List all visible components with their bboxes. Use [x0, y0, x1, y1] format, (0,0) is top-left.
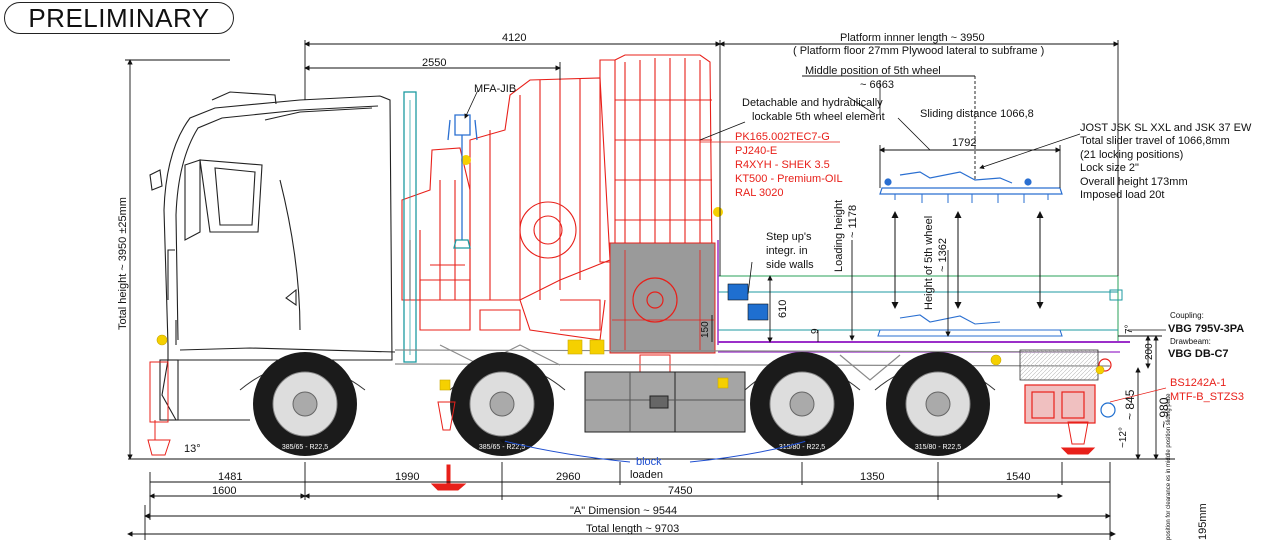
mfa-jib [447, 114, 478, 249]
tanks [584, 371, 746, 433]
jost-spec-5: Imposed load 20t [1080, 189, 1164, 201]
bs-spec-0: BS1242A-1 [1170, 377, 1226, 389]
outriggers [430, 401, 1096, 491]
loaden-label: loaden [630, 469, 663, 481]
dim-2960: 2960 [556, 471, 580, 483]
crane-housing [461, 155, 723, 378]
bs-spec-1: MTF-B_STZS3 [1170, 391, 1244, 403]
yellow-markers [156, 334, 1105, 391]
leader-lines [464, 80, 1167, 403]
side-note-label: position for clearance es in middle posi… [1166, 393, 1172, 540]
tyre-label-front: 385/65 - R22,5 [282, 444, 328, 451]
dim-1350: 1350 [860, 471, 884, 483]
coupling-spec: Coupling: VBG 795V-3PA Drawbeam: VBG DB-… [1168, 311, 1244, 360]
middle-5th-label: Middle position of 5th wheel [805, 65, 941, 77]
dim-4120: 4120 [502, 32, 526, 44]
preliminary-badge: PRELIMINARY [4, 2, 234, 34]
wheel-third [750, 352, 854, 456]
dim-200: 200 [1144, 343, 1155, 360]
dim-610: 610 [777, 300, 789, 318]
dim-13: 13° [184, 443, 201, 455]
dim-7: 7° [1124, 324, 1135, 334]
wheel-fourth [886, 352, 990, 456]
dim-1362: ~ 1362 [937, 238, 949, 272]
dim-2550: 2550 [422, 57, 446, 69]
dimension-lines [125, 40, 1162, 540]
drawbeam-title: Drawbeam: [1170, 337, 1211, 346]
dim-6663: ~ 6663 [860, 79, 894, 91]
platform-inner-label: Platform innner length ~ 3950 [840, 32, 985, 44]
mfa-jib-label: MFA-JIB [474, 83, 516, 95]
crane-spec-1: PJ240-E [735, 145, 777, 157]
dim-1990: 1990 [395, 471, 419, 483]
step-boxes [727, 283, 769, 321]
crane-spec-2: R4XYH - SHEK 3.5 [735, 159, 830, 171]
tyre-label-third: 315/80 - R22,5 [779, 444, 825, 451]
dim-150: 150 [700, 321, 711, 338]
rear-hitch [1024, 358, 1116, 424]
dim-12: ~12° [1118, 427, 1129, 448]
detachable-line1: Detachable and hydraulically [742, 97, 883, 109]
jost-spec-4: Overall height 173mm [1080, 176, 1188, 188]
dim-1540: 1540 [1006, 471, 1030, 483]
jost-spec-3: Lock size 2" [1080, 162, 1139, 174]
rear-frame-box [1019, 349, 1099, 381]
step-line3: side walls [766, 259, 814, 271]
cab-front-red [147, 361, 171, 456]
lift-arrows [891, 211, 1044, 309]
dim-1792: 1792 [952, 137, 976, 149]
wheel-front [253, 352, 357, 456]
truck-cab [149, 91, 396, 421]
total-height-label: Total height ~ 3950 ±25mm [117, 197, 129, 330]
dim-7450: 7450 [668, 485, 692, 497]
tyre-label-second: 385/65 - R22,5 [479, 444, 525, 451]
wheels: 385/65 - R22,5 385/65 - R22,5 315/80 - R… [253, 352, 990, 456]
block-label: block [636, 456, 662, 468]
dim-9: 9 [810, 328, 821, 334]
platform-floor-label: ( Platform floor 27mm Plywood lateral to… [793, 45, 1044, 57]
dim-1600: 1600 [212, 485, 236, 497]
dim-1481: 1481 [218, 471, 242, 483]
wheel-second [450, 352, 554, 456]
bs-spec: BS1242A-1 MTF-B_STZS3 [1170, 377, 1244, 403]
a-dimension-label: "A" Dimension ~ 9544 [570, 505, 677, 517]
dim-845: ~ 845 [1123, 389, 1137, 420]
jost-spec-1: Total slider travel of 1066,8mm [1080, 135, 1230, 147]
drawbeam-model: VBG DB-C7 [1168, 348, 1229, 360]
coupling-title: Coupling: [1170, 311, 1204, 320]
crane-spec-4: RAL 3020 [735, 187, 784, 199]
block-loaden-arrows [499, 438, 811, 463]
step-line2: integr. in [766, 245, 808, 257]
dim-1178: ~ 1178 [847, 205, 859, 238]
dim-980: ~ 980 [1157, 397, 1171, 428]
crane-spec-0: PK165.002TEC7-G [735, 131, 830, 143]
labels: Total height ~ 3950 ±25mm MFA-JIB 4120 2… [117, 32, 1209, 540]
loading-height-label: Loading height [833, 200, 845, 272]
total-length-label: Total length ~ 9703 [586, 523, 679, 535]
tyre-label-fourth: 315/80 - R22,5 [915, 444, 961, 451]
fifth-wheel-assembly [879, 171, 1063, 203]
detachable-line2: lockable 5th wheel element [752, 111, 885, 123]
crane-spec: PK165.002TEC7-G PJ240-E R4XYH - SHEK 3.5… [735, 131, 843, 199]
coupling-model: VBG 795V-3PA [1168, 323, 1244, 335]
side-195-label: 195mm [1197, 503, 1209, 540]
teal-post [403, 91, 417, 363]
sliding-distance-label: Sliding distance 1066,8 [920, 108, 1034, 120]
jost-spec-0: JOST JSK SL XXL and JSK 37 EW [1080, 122, 1252, 134]
crane-spec-3: KT500 - Premium-OIL [735, 173, 843, 185]
step-line1: Step up's [766, 231, 812, 243]
height-5th-label: Height of 5th wheel [923, 216, 935, 310]
fifth-wheel-plate [877, 314, 1063, 337]
jost-spec-2: (21 locking positions) [1080, 149, 1183, 161]
jost-spec: JOST JSK SL XXL and JSK 37 EW Total slid… [1080, 122, 1252, 201]
